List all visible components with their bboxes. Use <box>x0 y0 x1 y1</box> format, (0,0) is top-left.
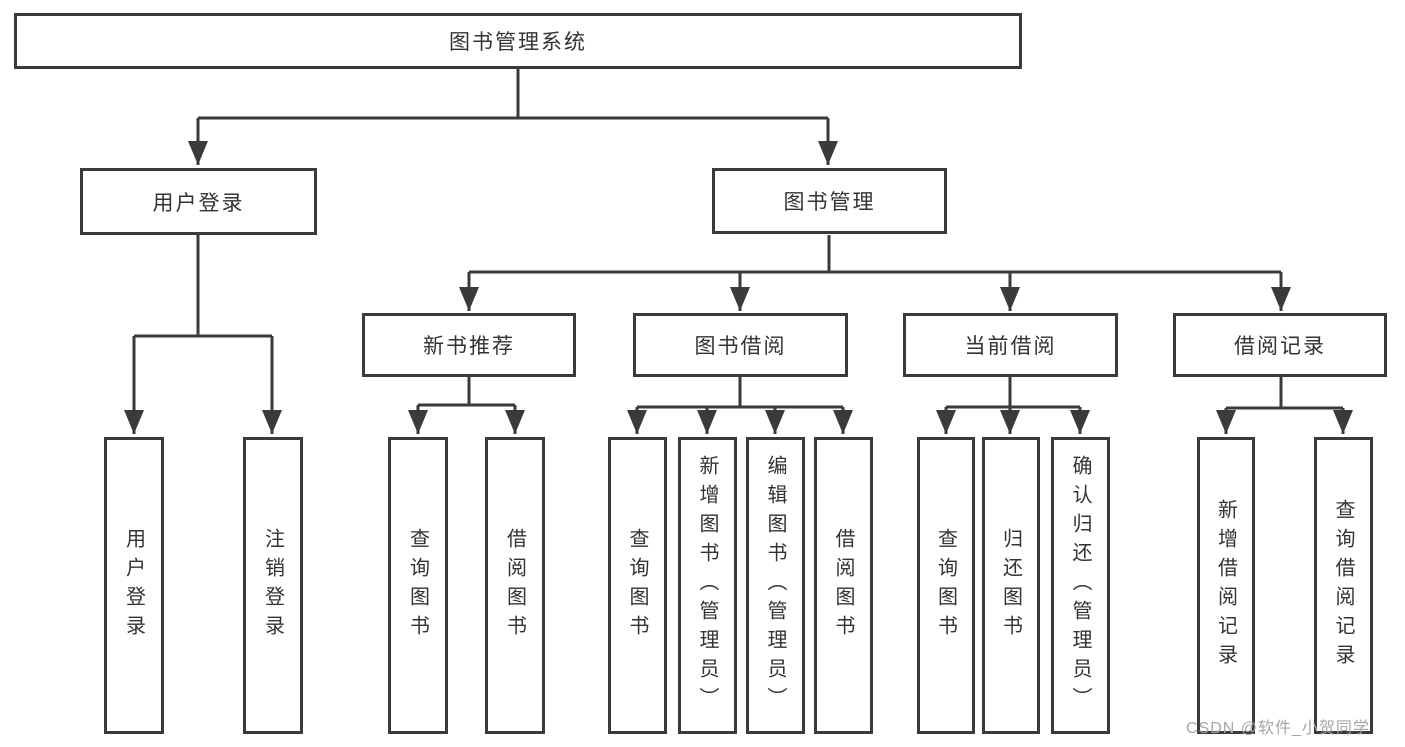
leaf-add-book-admin-label: 新增图书（管理员） <box>696 455 718 716</box>
leaf-logout-label: 注销登录 <box>261 527 284 644</box>
leaf-borrow-books-2-label: 借阅图书 <box>832 527 854 644</box>
node-borrow-records: 借阅记录 <box>1173 313 1387 377</box>
node-new-book-recommend: 新书推荐 <box>362 313 576 377</box>
node-user-login-label: 用户登录 <box>152 191 245 215</box>
node-book-management: 图书管理 <box>712 168 947 234</box>
leaf-query-books-1: 查询图书 <box>388 437 448 734</box>
leaf-query-books-1-label: 查询图书 <box>406 527 429 644</box>
leaf-borrow-books-1: 借阅图书 <box>485 437 545 734</box>
node-user-login: 用户登录 <box>80 168 317 235</box>
node-root-system-label: 图书管理系统 <box>449 31 587 54</box>
leaf-query-books-2-label: 查询图书 <box>626 527 648 644</box>
leaf-user-login-label: 用户登录 <box>122 527 145 644</box>
node-new-book-recommend-label: 新书推荐 <box>423 335 515 358</box>
node-root-system: 图书管理系统 <box>14 13 1022 69</box>
leaf-user-login: 用户登录 <box>104 437 164 734</box>
leaf-query-books-3: 查询图书 <box>917 437 975 734</box>
node-book-borrow: 图书借阅 <box>633 313 848 377</box>
node-borrow-records-label: 借阅记录 <box>1234 335 1326 358</box>
leaf-borrow-books-1-label: 借阅图书 <box>503 527 526 644</box>
leaf-edit-book-admin: 编辑图书（管理员） <box>746 437 805 734</box>
leaf-edit-book-admin-label: 编辑图书（管理员） <box>764 455 786 716</box>
leaf-add-borrow-record-label: 新增借阅记录 <box>1214 498 1237 673</box>
leaf-query-books-3-label: 查询图书 <box>934 527 957 644</box>
leaf-return-books: 归还图书 <box>982 437 1040 734</box>
leaf-add-book-admin: 新增图书（管理员） <box>678 437 737 734</box>
leaf-confirm-return-admin-label: 确认归还（管理员） <box>1069 455 1091 716</box>
node-current-borrow-label: 当前借阅 <box>964 335 1057 358</box>
connector-trunk-lines <box>134 69 1343 410</box>
leaf-query-books-2: 查询图书 <box>608 437 667 734</box>
node-book-borrow-label: 图书借阅 <box>694 335 787 358</box>
leaf-query-borrow-record-label: 查询借阅记录 <box>1332 498 1354 673</box>
node-book-management-label: 图书管理 <box>783 191 876 214</box>
leaf-borrow-books-2: 借阅图书 <box>814 437 873 734</box>
leaf-logout: 注销登录 <box>243 437 303 734</box>
leaf-query-borrow-record: 查询借阅记录 <box>1314 437 1373 734</box>
node-current-borrow: 当前借阅 <box>903 313 1118 377</box>
csdn-watermark: CSDN @软件_小贺同学 <box>1186 720 1370 737</box>
leaf-confirm-return-admin: 确认归还（管理员） <box>1051 437 1110 734</box>
leaf-return-books-label: 归还图书 <box>999 527 1022 644</box>
leaf-add-borrow-record: 新增借阅记录 <box>1197 437 1255 734</box>
connector-arrows <box>124 118 1353 434</box>
